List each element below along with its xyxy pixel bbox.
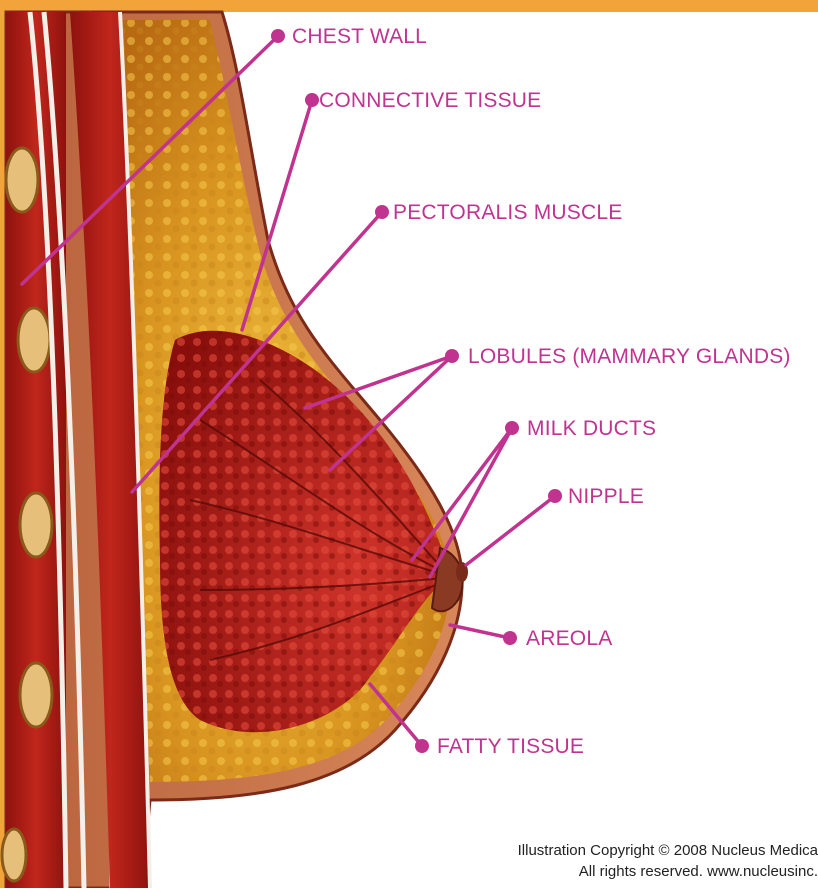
dot-fatty-tissue xyxy=(415,739,429,753)
label-pectoralis-muscle: PECTORALIS MUSCLE xyxy=(393,202,622,223)
dot-nipple xyxy=(548,489,562,503)
label-areola: AREOLA xyxy=(526,628,612,649)
label-fatty-tissue: FATTY TISSUE xyxy=(437,736,584,757)
dot-lobules xyxy=(445,349,459,363)
label-chest-wall: CHEST WALL xyxy=(292,26,427,47)
label-nipple: NIPPLE xyxy=(568,486,644,507)
dot-milk-ducts xyxy=(505,421,519,435)
top-frame-bar xyxy=(0,0,818,12)
copyright-line-2: All rights reserved. www.nucleusinc. xyxy=(579,864,818,879)
leader-nipple xyxy=(466,496,555,565)
leader-areola xyxy=(450,625,510,638)
label-connective-tissue: CONNECTIVE TISSUE xyxy=(319,90,541,111)
dot-chest-wall xyxy=(271,29,285,43)
dot-pectoralis-muscle xyxy=(375,205,389,219)
dot-areola xyxy=(503,631,517,645)
dot-connective-tissue xyxy=(305,93,319,107)
label-milk-ducts: MILK DUCTS xyxy=(527,418,656,439)
copyright-line-1: Illustration Copyright © 2008 Nucleus Me… xyxy=(518,843,818,858)
label-lobules: LOBULES (MAMMARY GLANDS) xyxy=(468,346,791,367)
leader-milk-ducts-2 xyxy=(430,428,512,577)
